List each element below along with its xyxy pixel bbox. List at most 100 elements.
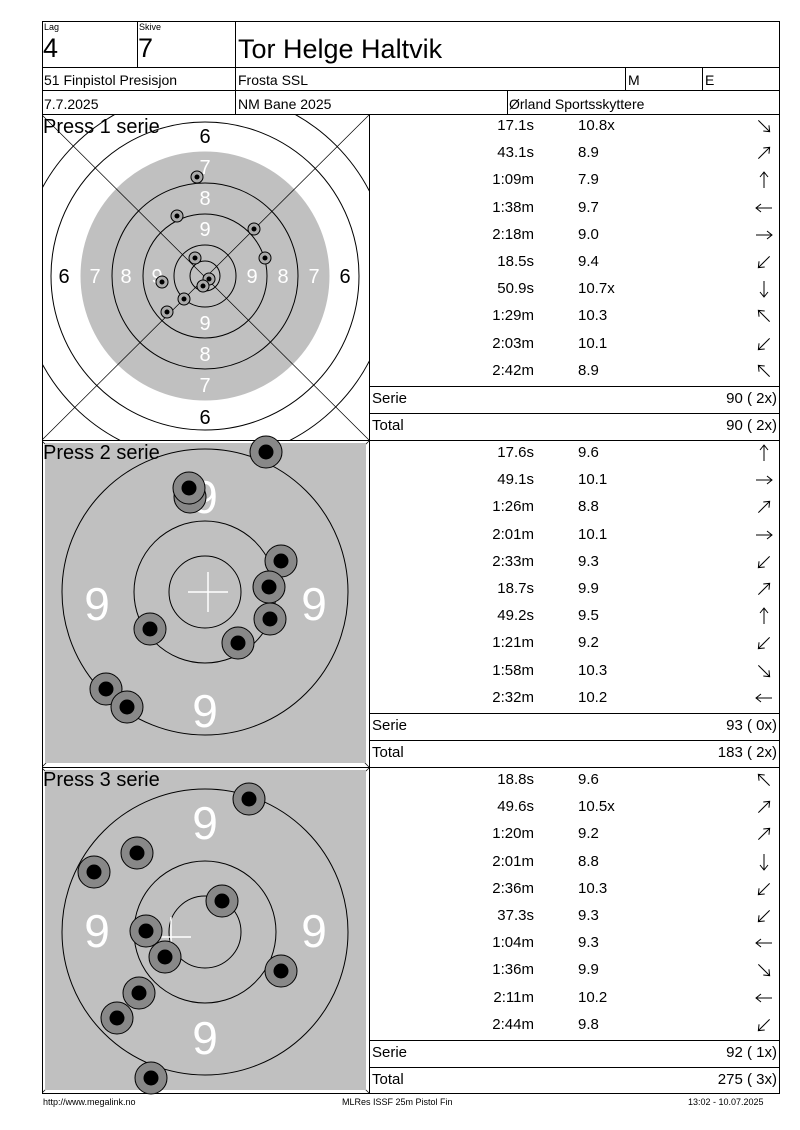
svg-text:9: 9	[301, 905, 327, 957]
svg-text:9: 9	[301, 578, 327, 630]
direction-arrow-icon	[757, 555, 771, 569]
shot-time: 2:01m	[492, 852, 534, 870]
series-3-serie-label: Serie	[372, 1044, 408, 1061]
svg-text:9: 9	[246, 266, 257, 288]
svg-text:9: 9	[199, 219, 210, 241]
direction-arrow-icon	[757, 773, 771, 787]
shot-score: 9.2	[578, 825, 599, 843]
shot-time: 2:01m	[492, 525, 534, 543]
club-name: Frosta SSL	[238, 72, 309, 88]
target-full-hits	[155, 170, 272, 319]
shot-score: 9.9	[578, 580, 599, 597]
series-1-total-label: Total	[372, 417, 404, 434]
svg-text:8: 8	[277, 266, 288, 288]
shot-time: 2:18m	[492, 225, 534, 243]
direction-arrow-icon	[757, 909, 771, 923]
shot-score: 8.8	[578, 498, 599, 516]
shot-time: 43.1s	[497, 144, 534, 162]
direction-arrow-icon	[759, 281, 769, 298]
series-1-serie-value: 90 ( 2x)	[726, 390, 777, 407]
shot-time: 18.7s	[497, 580, 534, 597]
shot-time: 50.9s	[497, 280, 534, 298]
series-1-serie-label: Serie	[372, 390, 408, 407]
shot-score: 9.8	[578, 1015, 599, 1033]
shot-score: 10.3	[578, 307, 608, 325]
shot-time: 18.8s	[497, 771, 534, 788]
shot-score: 10.3	[578, 661, 608, 679]
shot-score: 9.0	[578, 225, 599, 243]
direction-arrow-icon	[757, 882, 771, 896]
shot-time: 2:36m	[492, 879, 534, 897]
date: 7.7.2025	[44, 96, 99, 112]
svg-text:8: 8	[199, 344, 210, 366]
svg-text:6: 6	[58, 266, 69, 288]
svg-text:7: 7	[308, 266, 319, 288]
target-zoom-2	[43, 441, 369, 767]
shot-score: 9.2	[578, 634, 599, 652]
shot-time: 2:32m	[492, 688, 534, 706]
svg-text:9: 9	[192, 797, 218, 849]
shot-score: 10.1	[578, 334, 608, 352]
target-zoom-3	[43, 768, 369, 1093]
shot-time: 17.1s	[497, 117, 534, 134]
direction-arrow-icon	[756, 475, 773, 485]
footer-url: http://www.megalink.no	[43, 1097, 136, 1107]
col-m: M	[628, 72, 640, 88]
series-2-serie-label: Serie	[372, 717, 408, 734]
svg-text:9: 9	[192, 1012, 218, 1064]
svg-text:9: 9	[84, 578, 110, 630]
col-e: E	[705, 72, 715, 88]
target-zoom-3-ring-numbers: 9 9 9 9	[84, 797, 327, 1064]
shot-time: 1:29m	[492, 307, 534, 325]
direction-arrow-icon	[757, 364, 771, 377]
series-1-title: Press 1 serie	[43, 116, 160, 138]
competition: NM Bane 2025	[238, 96, 332, 112]
lag-label: Lag	[44, 22, 60, 32]
footer-program: MLRes ISSF 25m Pistol Fin	[342, 1097, 453, 1107]
direction-arrow-icon	[759, 171, 769, 189]
shot-score: 9.3	[578, 907, 599, 924]
shot-time: 1:26m	[492, 498, 534, 516]
target-zoom-3-hits	[77, 782, 298, 1095]
skive-value: 7	[138, 33, 154, 63]
shot-time: 1:38m	[492, 198, 534, 216]
svg-text:6: 6	[339, 266, 350, 288]
shot-score: 8.9	[578, 361, 599, 379]
shot-time: 18.5s	[497, 253, 534, 270]
svg-text:7: 7	[89, 266, 100, 288]
direction-arrow-icon	[756, 530, 773, 539]
svg-text:6: 6	[199, 126, 210, 148]
svg-text:9: 9	[199, 313, 210, 335]
shot-time: 1:04m	[492, 934, 534, 952]
shot-score: 9.3	[578, 552, 599, 570]
svg-text:6: 6	[199, 407, 210, 429]
shot-time: 2:11m	[493, 988, 534, 1006]
shot-score: 10.1	[578, 471, 608, 489]
series-3-title: Press 3 serie	[43, 769, 160, 791]
svg-text:9: 9	[84, 905, 110, 957]
series-3-total-value: 275 ( 3x)	[717, 1071, 777, 1088]
shot-score: 8.9	[578, 144, 599, 162]
svg-text:8: 8	[199, 188, 210, 210]
shot-time: 1:36m	[492, 961, 534, 979]
svg-text:9: 9	[151, 266, 162, 288]
series-3-total-label: Total	[372, 1071, 404, 1088]
shot-time: 37.3s	[497, 907, 534, 924]
direction-arrow-icon	[757, 337, 771, 350]
shot-time: 1:58m	[492, 661, 534, 679]
shot-time: 17.6s	[497, 444, 534, 461]
svg-text:9: 9	[192, 685, 218, 737]
direction-arrow-icon	[757, 637, 771, 650]
direction-arrow-icon	[757, 119, 771, 133]
shooter-name: Tor Helge Haltvik	[238, 34, 443, 64]
direction-arrow-icon	[757, 310, 771, 323]
direction-arrow-icon	[757, 255, 771, 269]
direction-arrow-icon	[757, 582, 771, 596]
shot-score: 8.8	[578, 852, 599, 870]
shot-score: 9.3	[578, 934, 599, 952]
target-zoom-2-hits	[89, 435, 298, 724]
shot-time: 49.6s	[497, 798, 534, 816]
svg-text:8: 8	[120, 266, 131, 288]
shot-time: 2:33m	[492, 552, 534, 570]
shot-score: 9.6	[578, 771, 599, 788]
